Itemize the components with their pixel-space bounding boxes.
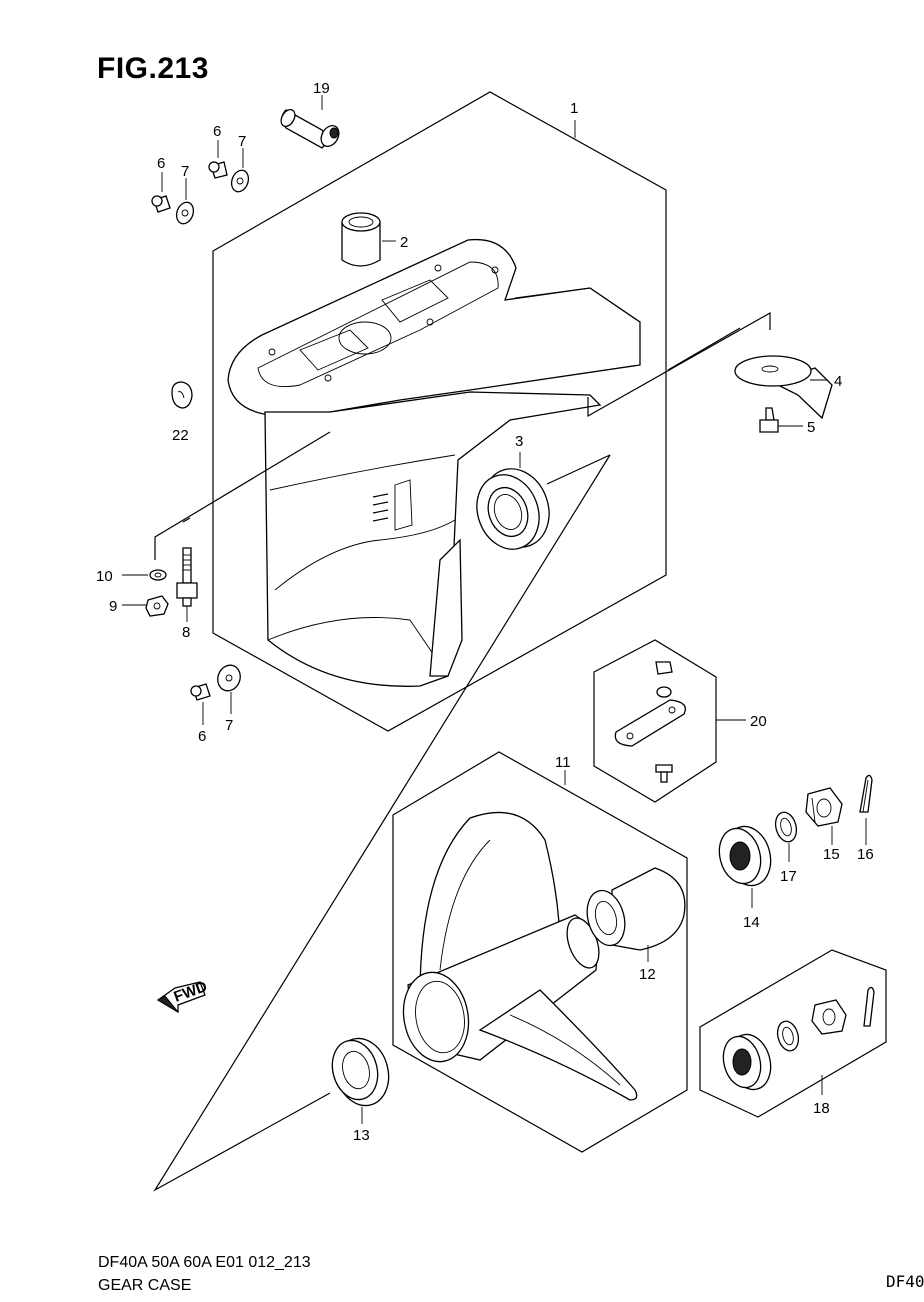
callout-10: 10 — [96, 568, 113, 585]
spacer-part-13 — [331, 1037, 390, 1107]
bolt-6-top-right — [208, 161, 228, 179]
callout-5: 5 — [807, 419, 815, 436]
footer-title: GEAR CASE — [98, 1277, 192, 1294]
gear-case-group-outline — [212, 91, 667, 732]
callout-3: 3 — [515, 433, 523, 450]
callout-14: 14 — [743, 914, 760, 931]
gear-case-housing — [227, 238, 641, 687]
figure-title: FIG.213 — [97, 52, 209, 85]
trim-tab-anode-part-4 — [734, 355, 833, 420]
bearing-part-3 — [476, 468, 550, 550]
callout-8: 8 — [182, 624, 190, 641]
bushing-part-2 — [341, 212, 381, 267]
footer-code: DF40A 50A 60A E01 012_213 — [98, 1254, 311, 1271]
callout-7: 7 — [238, 133, 246, 150]
hardware-kit-20-outline — [593, 639, 717, 803]
washer-7-top-left — [175, 201, 195, 225]
callout-20: 20 — [750, 713, 767, 730]
bolt-6-top-left — [151, 195, 171, 213]
fwd-label: FWD — [172, 978, 210, 1006]
hardware-kit-part-20 — [614, 661, 687, 783]
stopper-part-14 — [718, 825, 772, 887]
washer-part-17 — [774, 811, 798, 843]
callout-15: 15 — [823, 846, 840, 863]
bolt-part-5 — [759, 407, 779, 433]
grommet-part-22 — [171, 381, 193, 409]
propeller-part-11 — [402, 811, 638, 1101]
callout-6: 6 — [213, 123, 221, 140]
nut-part-9 — [145, 595, 169, 617]
callout-11: 11 — [555, 754, 571, 771]
callout-13: 13 — [353, 1127, 370, 1144]
washer-part-10 — [149, 569, 167, 581]
callout-4: 4 — [834, 373, 842, 390]
washer-7-top-right — [230, 169, 250, 193]
propeller-group-lines — [153, 454, 611, 1192]
pipe-part-19 — [280, 108, 340, 149]
cotter-pin-part-16 — [859, 774, 873, 813]
callout-16: 16 — [857, 846, 874, 863]
castle-nut-part-15 — [805, 787, 843, 827]
callout-18: 18 — [813, 1100, 830, 1117]
callout-19: 19 — [313, 80, 330, 97]
callout-12: 12 — [639, 966, 656, 983]
callout-17: 17 — [780, 868, 797, 885]
bushing-part-12 — [586, 867, 686, 951]
callout-2: 2 — [400, 234, 408, 251]
propeller-group-outline — [392, 751, 688, 1153]
callout-6: 6 — [198, 728, 206, 745]
washer-7-bottom — [217, 664, 241, 692]
fwd-arrow-icon: FWD — [156, 978, 210, 1014]
callout-7: 7 — [225, 717, 233, 734]
callout-22: 22 — [172, 427, 189, 444]
hardware-kit-part-18 — [722, 986, 875, 1091]
callout-7: 7 — [181, 163, 189, 180]
footer-model: DF40 — [886, 1272, 924, 1291]
hardware-kit-18-outline — [699, 949, 887, 1118]
callout-9: 9 — [109, 598, 117, 615]
callout-1: 1 — [570, 100, 578, 117]
stud-part-8 — [176, 547, 198, 607]
callout-6: 6 — [157, 155, 165, 172]
bolt-6-bottom — [190, 683, 211, 701]
